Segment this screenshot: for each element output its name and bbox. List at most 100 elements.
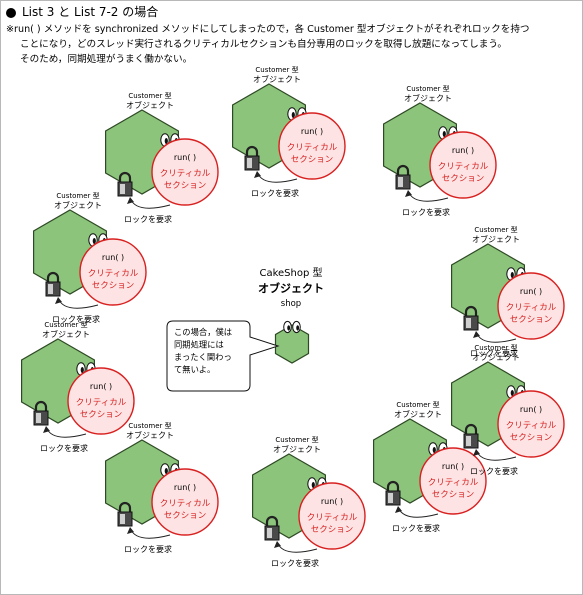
- critical-section-label-1: クリティカル: [160, 169, 211, 179]
- customer-type-label: Customer 型: [128, 421, 171, 430]
- critical-section-label-2: セクション: [92, 281, 135, 291]
- lock-request-label: ロックを要求: [40, 443, 88, 453]
- padlock-shackle: [46, 271, 60, 284]
- curved-arrow-icon: [256, 171, 298, 183]
- run-method-label: run( ): [520, 287, 542, 296]
- eye-icon: [283, 320, 301, 334]
- customer-object-label: オブジェクト: [472, 234, 520, 244]
- critical-section-label-1: クリティカル: [438, 162, 489, 172]
- arrow-head: [127, 197, 134, 204]
- critical-section-label-2: セクション: [442, 174, 485, 184]
- note-line-1: ※run( ) メソッドを synchronized メソッドにしてしまったので…: [6, 24, 530, 35]
- eye-pupil: [291, 112, 295, 118]
- speech-bubble-shape: [166, 320, 280, 392]
- padlock-highlight: [466, 436, 471, 446]
- padlock-icon: [244, 145, 260, 171]
- cakeshop-object-label: オブジェクト: [258, 281, 324, 295]
- curved-arrow-icon: [475, 449, 517, 461]
- padlock-shackle: [386, 480, 400, 493]
- padlock-shackle: [118, 501, 132, 514]
- run-method-label: run( ): [321, 497, 343, 506]
- note-line-3: そのため，同期処理がうまく働かない。: [20, 54, 193, 65]
- curved-arrow-icon: [45, 426, 87, 438]
- padlock-icon: [45, 271, 61, 297]
- padlock-icon: [385, 480, 401, 506]
- padlock-highlight: [398, 177, 403, 187]
- customer-type-label: Customer 型: [474, 343, 517, 352]
- cakeshop-type-label: CakeShop 型: [259, 266, 322, 279]
- padlock-shackle: [118, 171, 132, 184]
- run-method-label: run( ): [520, 405, 542, 414]
- figure-header: List 3 と List 7-2 の場合 ※run( ) メソッドを sync…: [6, 5, 578, 67]
- lock-request-label: ロックを要求: [392, 523, 440, 533]
- customer-object-label: オブジェクト: [253, 74, 301, 84]
- critical-section-circle: [151, 138, 219, 206]
- critical-section-label-1: クリティカル: [88, 269, 139, 279]
- critical-section-label-1: クリティカル: [160, 499, 211, 509]
- customer-object-label: オブジェクト: [126, 100, 174, 110]
- cakeshop-hexagon: [274, 324, 310, 364]
- customer-object-label: オブジェクト: [394, 409, 442, 419]
- critical-section-label-2: セクション: [164, 511, 207, 521]
- customer-type-label: Customer 型: [275, 435, 318, 444]
- lock-request-label: ロックを要求: [124, 214, 172, 224]
- note-line-2: ことになり，どのスレッド実行されるクリティカルセクションも自分専用のロックを取得…: [20, 39, 507, 50]
- arrow-head: [254, 171, 261, 178]
- critical-section-label-2: セクション: [164, 181, 207, 191]
- arrow-head: [473, 331, 480, 338]
- arrow-head: [274, 541, 281, 548]
- critical-section-label-2: セクション: [432, 490, 475, 500]
- padlock-highlight: [36, 413, 41, 423]
- customer-object-label: オブジェクト: [126, 430, 174, 440]
- curved-arrow-icon: [57, 297, 99, 309]
- padlock-highlight: [247, 158, 252, 168]
- critical-section-circle: [67, 367, 135, 435]
- critical-section-label-1: クリティカル: [76, 398, 127, 408]
- eye-pupil: [92, 238, 96, 244]
- customer-object-label: オブジェクト: [54, 200, 102, 210]
- padlock-highlight: [120, 514, 125, 524]
- padlock-icon: [463, 305, 479, 331]
- padlock-highlight: [48, 284, 53, 294]
- run-method-label: run( ): [102, 253, 124, 262]
- curved-arrow-icon: [129, 197, 171, 209]
- customer-type-label: Customer 型: [255, 65, 298, 74]
- lock-request-label: ロックを要求: [402, 207, 450, 217]
- run-method-label: run( ): [452, 146, 474, 155]
- arrow-head: [395, 506, 402, 513]
- customer-object-label: オブジェクト: [42, 329, 90, 339]
- speech-bubble-line-2: 同期処理には: [174, 340, 224, 350]
- padlock-shackle: [464, 305, 478, 318]
- figure-title-row: List 3 と List 7-2 の場合: [6, 5, 578, 20]
- eye-pupil: [164, 468, 168, 474]
- padlock-shackle: [396, 164, 410, 177]
- critical-section-label-2: セクション: [510, 315, 553, 325]
- customer-object-label: オブジェクト: [472, 352, 520, 362]
- eye-pupil: [311, 482, 315, 488]
- run-method-label: run( ): [174, 483, 196, 492]
- critical-section-circle: [419, 447, 487, 515]
- padlock-icon: [463, 423, 479, 449]
- critical-section-circle: [151, 468, 219, 536]
- critical-section-label-1: クリティカル: [428, 478, 479, 488]
- padlock-icon: [395, 164, 411, 190]
- curved-arrow-icon: [475, 331, 517, 343]
- customer-type-label: Customer 型: [396, 400, 439, 409]
- padlock-shackle: [265, 515, 279, 528]
- eye-pupil: [432, 447, 436, 453]
- lock-request-label: ロックを要求: [470, 466, 518, 476]
- figure-title: List 3 と List 7-2 の場合: [22, 5, 159, 19]
- critical-section-circle: [278, 112, 346, 180]
- customer-object-label: オブジェクト: [273, 444, 321, 454]
- customer-type-label: Customer 型: [44, 320, 87, 329]
- run-method-label: run( ): [90, 382, 112, 391]
- critical-section-circle: [298, 482, 366, 550]
- arrow-head: [405, 190, 412, 197]
- eye-pupil: [164, 138, 168, 144]
